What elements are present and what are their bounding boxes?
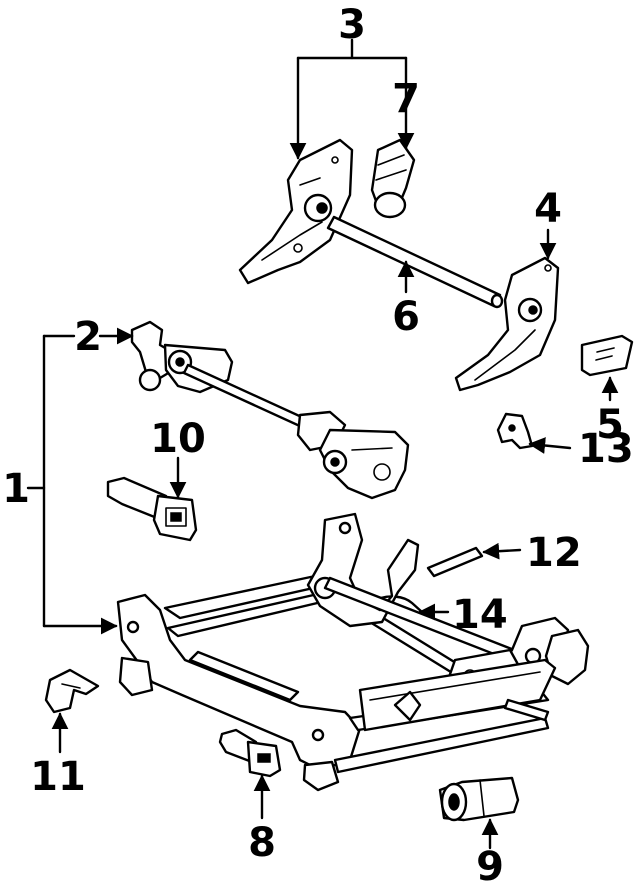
part-motor-9 [438,776,520,822]
part-switch-8 [218,728,282,778]
callout-3: 3 [338,2,366,48]
part-link-12 [426,546,484,578]
callout-7: 7 [392,76,420,122]
callout-10: 10 [150,416,206,462]
part-cover [580,334,634,377]
part-actuator-motor [106,476,198,542]
callout-4: 4 [534,186,562,232]
callout-5: 5 [596,402,624,448]
part-clip [496,412,534,450]
callout-6: 6 [392,294,420,340]
callout-9: 9 [476,844,504,889]
callout-14: 14 [452,592,508,638]
callout-2: 2 [74,314,102,360]
part-seat-adjuster-frame [116,512,590,792]
callout-1: 1 [2,466,30,512]
callout-12: 12 [526,530,582,576]
part-slide-adjuster [130,320,410,500]
leader-lines [26,38,619,850]
part-recliner-motor [370,138,416,219]
callout-8: 8 [248,820,276,866]
part-recliner-bracket-left [238,138,354,285]
part-recliner-bracket-right [454,256,560,392]
callout-11: 11 [30,754,86,800]
callout-13: 13 [578,426,634,472]
part-cap-11 [44,668,100,714]
